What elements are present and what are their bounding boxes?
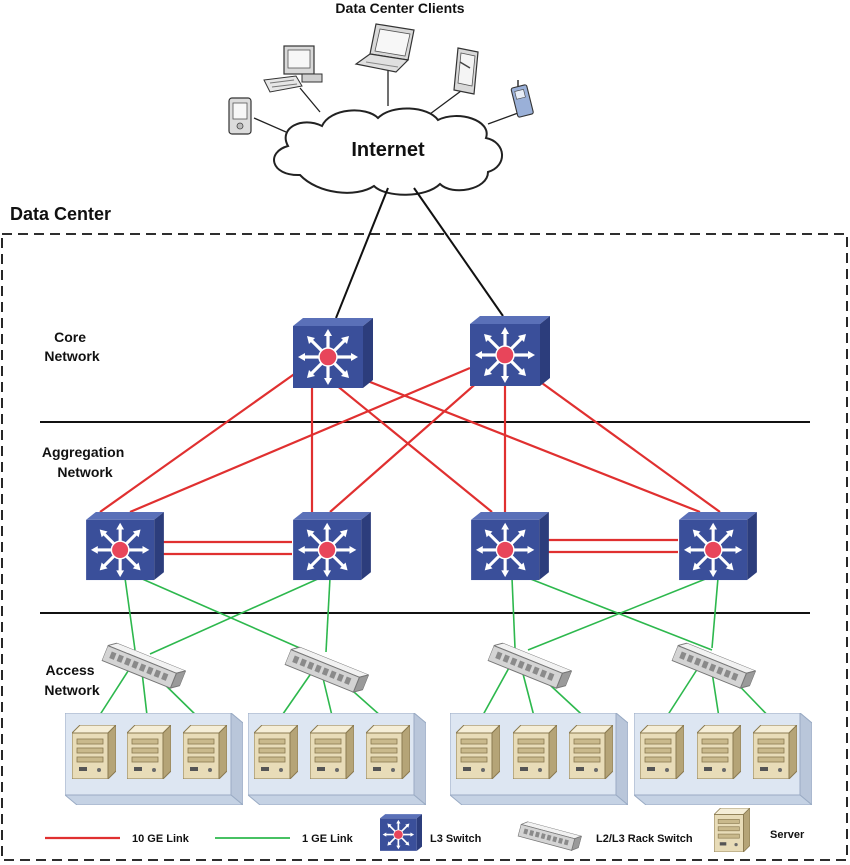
legend-rack-switch-icon — [517, 820, 582, 853]
server-icon — [254, 725, 298, 779]
aggregation-network-label: Aggregation Network — [42, 444, 128, 480]
server-icon — [456, 725, 500, 779]
one-ge-links — [93, 577, 777, 725]
rack-switch-2 — [284, 644, 370, 696]
ten-ge-links — [99, 366, 721, 556]
server-icon — [697, 725, 741, 779]
client-links — [253, 70, 519, 133]
legend-one-ge-label: 1 GE Link — [302, 833, 354, 845]
data-center-boundary — [1, 233, 848, 861]
server-icon — [310, 725, 354, 779]
legend-server-icon — [714, 808, 750, 852]
aggregation-switch-2 — [292, 512, 372, 582]
server-icon — [72, 725, 116, 779]
legend-server-label: Server — [770, 829, 805, 841]
aggregation-switch-4 — [678, 512, 758, 582]
server-icon — [753, 725, 797, 779]
desktop-icon — [263, 45, 323, 93]
pda-icon — [228, 97, 252, 135]
server-icon — [183, 725, 227, 779]
internet-label: Internet — [351, 139, 425, 161]
core-switch-left — [293, 318, 373, 390]
legend-ten-ge-label: 10 GE Link — [132, 833, 190, 845]
server-icon — [127, 725, 171, 779]
data-center-title: Data Center — [10, 204, 111, 224]
cloud-icon — [273, 107, 503, 196]
server-icon — [569, 725, 613, 779]
legend-l3-switch-label: L3 Switch — [430, 833, 482, 845]
clients-title: Data Center Clients — [335, 0, 464, 16]
core-network-label: Core Network — [44, 329, 99, 364]
server-icon — [640, 725, 684, 779]
internet-links — [335, 187, 504, 319]
laptop-icon — [354, 23, 415, 73]
server-icon — [366, 725, 410, 779]
server-icon — [513, 725, 557, 779]
legend: 10 GE Link 1 GE Link L3 Switch L2/L3 Rac… — [45, 808, 805, 853]
aggregation-switch-1 — [85, 512, 165, 582]
core-switch-right — [470, 316, 550, 388]
access-network-label: Access Network — [44, 662, 99, 698]
tablet-icon — [453, 47, 479, 95]
phone-icon — [510, 80, 534, 118]
legend-rack-switch-label: L2/L3 Rack Switch — [596, 833, 693, 845]
legend-l3-switch-icon — [380, 814, 422, 852]
aggregation-switch-3 — [470, 512, 550, 582]
